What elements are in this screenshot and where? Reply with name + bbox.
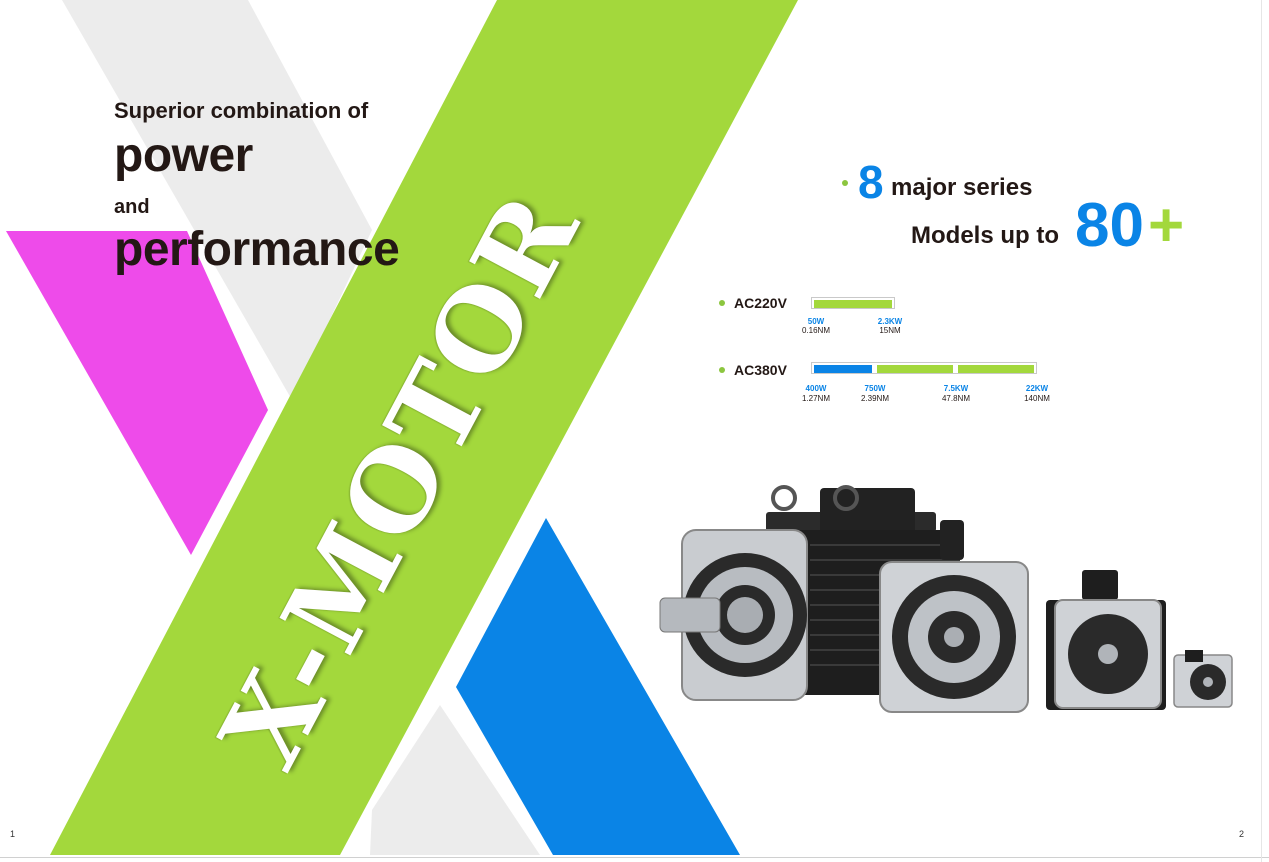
ac380-segment-mid [877,365,953,373]
ac220-segment [814,300,892,308]
page-number-right: 2 [1239,829,1245,839]
ac380-segment-high [958,365,1034,373]
motor-small [1046,570,1166,710]
ac220-torque-min: 0.16NM [801,326,830,335]
ac380-power-2: 750W [864,384,886,393]
ac220-range-bar [811,297,895,309]
ac380-torque-4: 140NM [1024,394,1050,403]
ac380-power-3: 7.5KW [943,384,969,393]
motor-tiny [1173,650,1233,708]
ac380-torque-3: 47.8NM [941,394,970,403]
ac220-label: AC220V [734,295,787,311]
headline-line1: Superior combination of [114,98,369,123]
page-bottom-divider [0,857,1269,858]
headline-and: and [114,196,150,218]
ac220-torque-max: 15NM [879,326,901,335]
models-label: Models up to [911,222,1059,249]
ac220-power-min: 50W [807,317,825,326]
ac380-torque-2: 2.39NM [860,394,889,403]
ac380-torque-1: 1.27NM [801,394,830,403]
ac380-power-4: 22KW [1025,384,1049,393]
page-number-left: 1 [10,829,16,839]
bullet-dot [842,180,848,186]
models-count: 80 [1075,191,1144,260]
motor-medium [879,561,1029,713]
magenta-shape [6,231,268,555]
gray-band-top [62,0,372,400]
ac220-power-max: 2.3KW [877,317,903,326]
ac380-power-1: 400W [805,384,827,393]
bullet-dot [719,300,725,306]
blue-shape [456,518,740,855]
green-band [50,0,798,855]
page-right-edge [1261,0,1262,862]
gray-band-bottom [370,705,540,855]
series-label: major series [891,174,1033,201]
headline-performance: performance [114,223,400,276]
bullet-dot [719,367,725,373]
ac380-range-bar [811,362,1037,374]
series-count: 8 [858,156,884,208]
ac380-label: AC380V [734,362,787,378]
ac380-segment-low [814,365,872,373]
headline-power: power [114,129,253,182]
models-plus: + [1148,191,1185,260]
